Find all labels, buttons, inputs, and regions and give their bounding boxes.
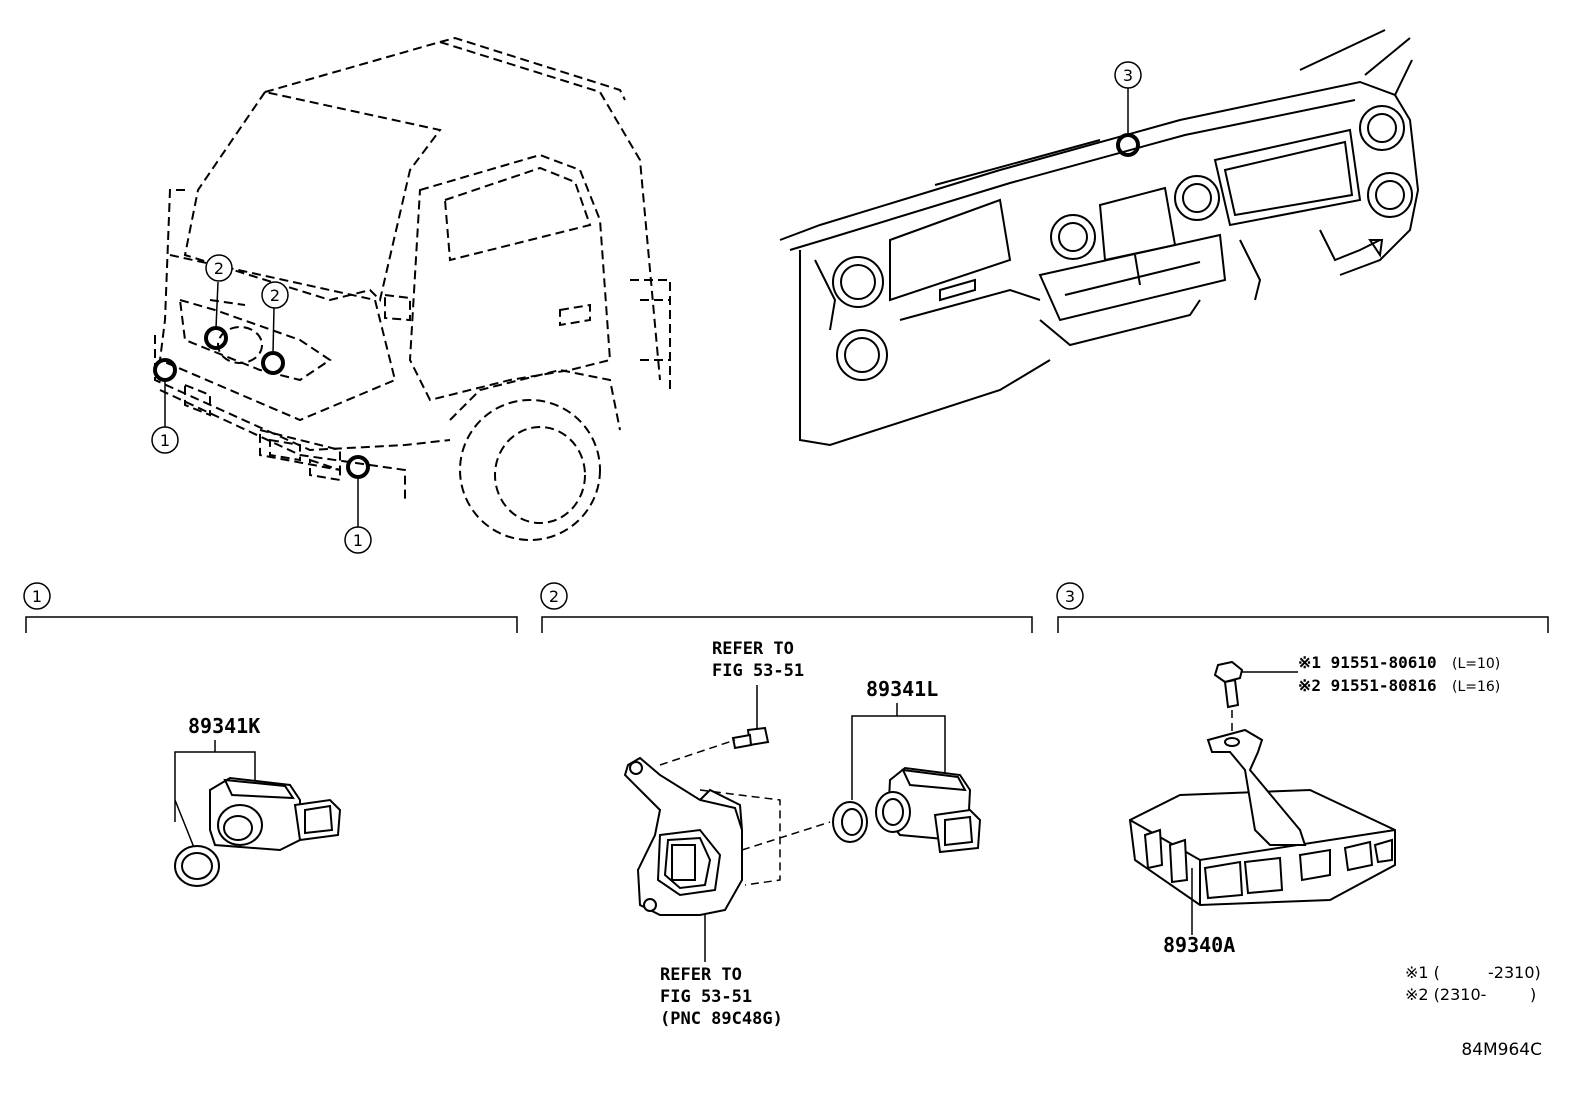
- callout-1b: 1: [344, 526, 372, 554]
- refer-bottom-line-3: (PNC 89C48G): [660, 1009, 783, 1029]
- part-89341K-label: 89341K: [188, 714, 260, 738]
- svg-text:3: 3: [1065, 587, 1075, 606]
- ultrasonic-sensor-1: [209, 776, 342, 852]
- svg-text:2: 2: [270, 286, 280, 305]
- part-89341K-leaders: [174, 740, 256, 851]
- bolt-section-3: [1213, 660, 1244, 709]
- ecu-module: [1128, 788, 1396, 907]
- figure-code: 84M964C: [1461, 1040, 1542, 1060]
- svg-text:1: 1: [32, 587, 42, 606]
- svg-text:1: 1: [353, 531, 363, 550]
- note-2-mark: ※2 (2310-: [1405, 985, 1486, 1004]
- svg-text:3: 3: [1123, 66, 1133, 85]
- part-89341L-label: 89341L: [866, 677, 938, 701]
- truck-illustration: [154, 36, 671, 541]
- section-2-header: 2: [540, 582, 1033, 633]
- section-1-header: 1: [23, 582, 518, 633]
- bolt-section-2: [731, 726, 770, 750]
- note-1-mark: ※1 (: [1405, 963, 1440, 982]
- callout-1a: 1: [151, 426, 179, 454]
- bolt-1-part-number: ※1 91551-80610: [1298, 653, 1437, 672]
- dashboard-sensor-marker: [1116, 133, 1140, 157]
- bolt-2-part-number: ※2 91551-80816: [1298, 676, 1437, 695]
- svg-text:2: 2: [549, 587, 559, 606]
- dashboard-illustration: [779, 29, 1420, 447]
- section-3-header: 3: [1056, 582, 1549, 633]
- part-89340A-label: 89340A: [1163, 933, 1235, 957]
- sensor-bracket: [623, 756, 743, 916]
- refer-bottom-line-2: FIG 53-51: [660, 987, 752, 1007]
- callout-2b: 2: [261, 281, 289, 309]
- bracket-dashed-guides: [659, 739, 831, 886]
- refer-top-line-1: REFER TO: [712, 639, 794, 659]
- sensor-ring-1: [174, 845, 220, 887]
- callout-2a: 2: [205, 254, 233, 282]
- sensor-ring-2: [832, 801, 868, 843]
- part-89341L-leaders: [851, 703, 946, 800]
- note-2-close: ): [1530, 985, 1536, 1004]
- bolt-1-length: (L=10): [1452, 656, 1500, 672]
- truck-leader-lines: [164, 88, 1129, 527]
- ecu-bracket: [1206, 728, 1307, 846]
- ultrasonic-sensor-2: [875, 766, 982, 854]
- note-1-range: -2310): [1488, 963, 1541, 982]
- bolt-2-length: (L=16): [1452, 679, 1500, 695]
- callout-3a: 3: [1114, 61, 1142, 89]
- refer-bottom-line-1: REFER TO: [660, 965, 742, 985]
- refer-top-line-2: FIG 53-51: [712, 661, 804, 681]
- svg-text:2: 2: [214, 259, 224, 278]
- svg-text:1: 1: [160, 431, 170, 450]
